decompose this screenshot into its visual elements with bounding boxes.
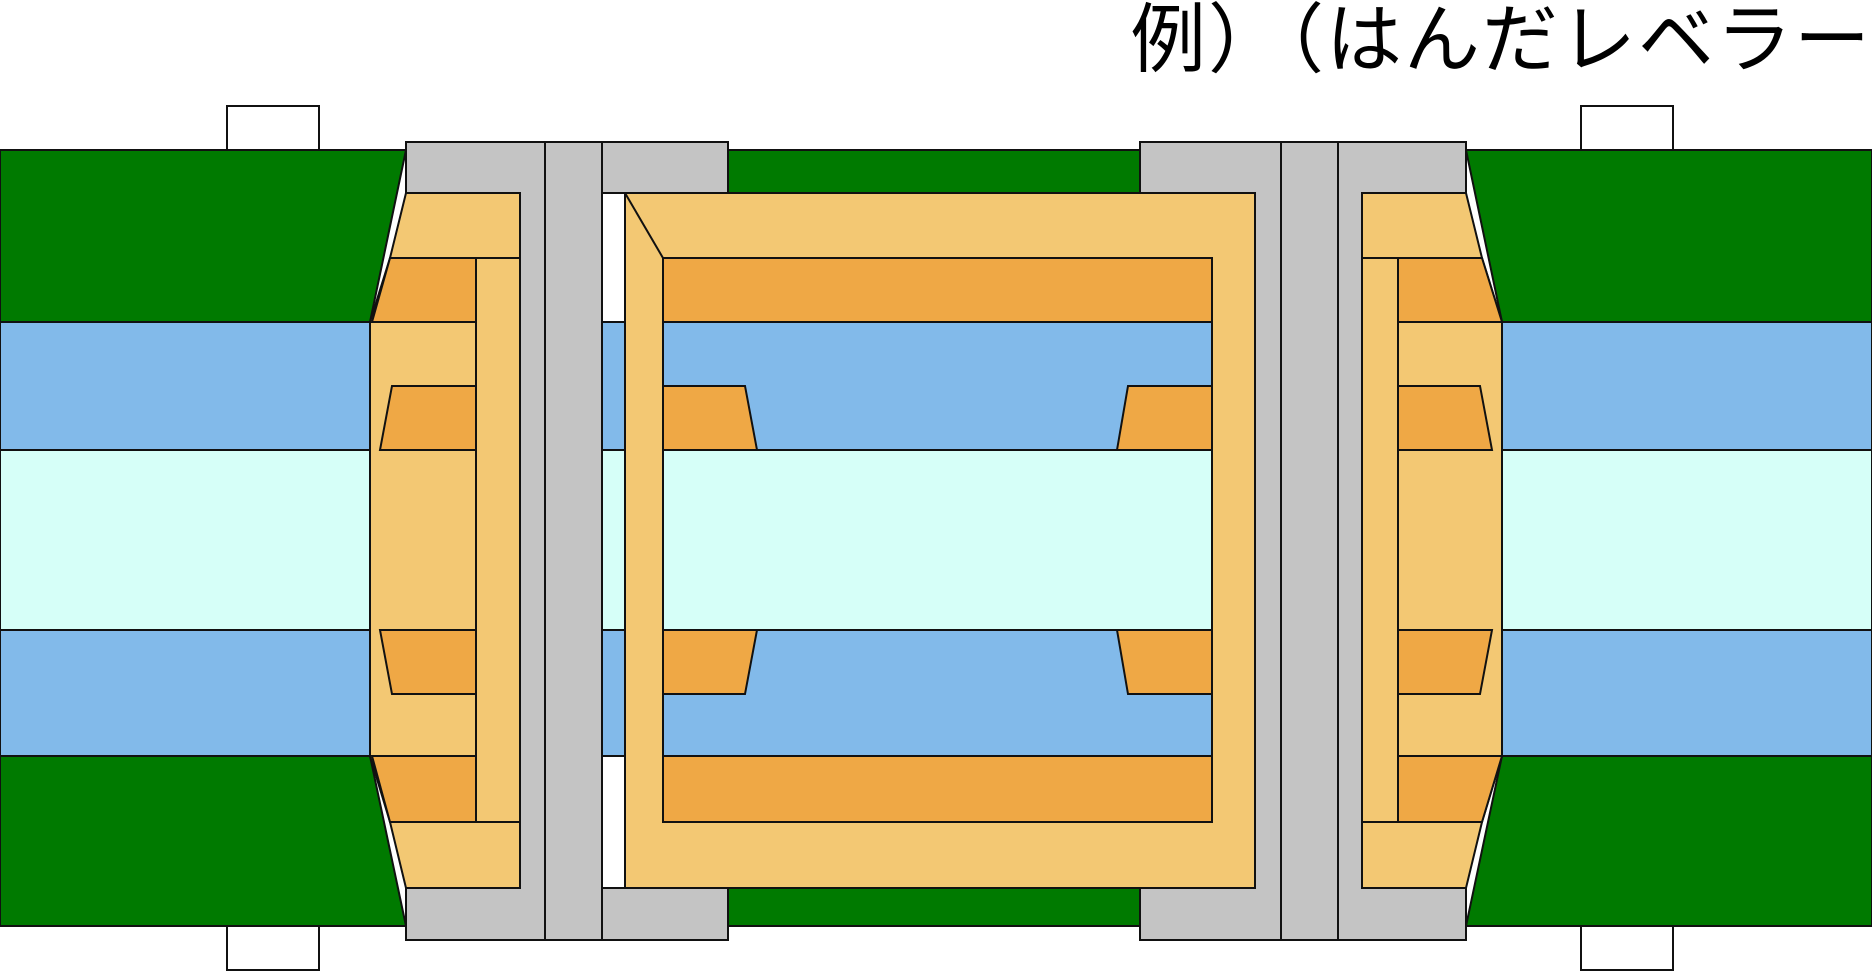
foil-right-3 (1397, 629, 1494, 695)
copper-foil-pads (370, 257, 1504, 823)
foil-center-bottom (662, 755, 1213, 823)
foil-center-inner-3 (662, 629, 759, 695)
silk-bottom-right (1580, 925, 1674, 971)
leveler-right-barrel (1280, 141, 1339, 941)
foil-right-4 (1397, 755, 1504, 823)
silk-marks (226, 105, 1674, 971)
solder-resist-top-left (0, 149, 408, 323)
solder-resist-bottom-center (727, 885, 1141, 927)
silk-top-left (226, 105, 320, 151)
silk-bottom-left (226, 925, 320, 971)
solder-leveler (405, 141, 1467, 941)
foil-center-top (662, 257, 1213, 323)
foil-right-2 (1397, 385, 1494, 451)
leveler-left-barrel (544, 141, 603, 941)
right-barrel-inner (1361, 257, 1399, 823)
dielectric-layers (0, 321, 1872, 757)
core-layer (0, 449, 1872, 631)
foil-left-1 (370, 257, 477, 323)
foil-center-inner-4 (1115, 629, 1213, 695)
solder-resist (0, 149, 1872, 927)
solder-resist-bottom-left (0, 755, 408, 927)
foil-left-4 (370, 755, 477, 823)
solder-resist-top-center (727, 149, 1141, 195)
prepreg-lower (0, 629, 1872, 757)
foil-right-1 (1397, 257, 1504, 323)
diagram-title: 例）（はんだレベラー (1130, 0, 1872, 84)
silk-top-right (1580, 105, 1674, 151)
solder-resist-bottom-right (1464, 755, 1872, 927)
prepreg-upper (0, 321, 1872, 451)
left-barrel-inner (475, 257, 521, 823)
foil-center-inner-2 (1115, 385, 1213, 451)
foil-center-inner-1 (662, 385, 759, 451)
foil-left-3 (378, 629, 477, 695)
foil-left-2 (378, 385, 477, 451)
solder-resist-top-right (1464, 149, 1872, 323)
